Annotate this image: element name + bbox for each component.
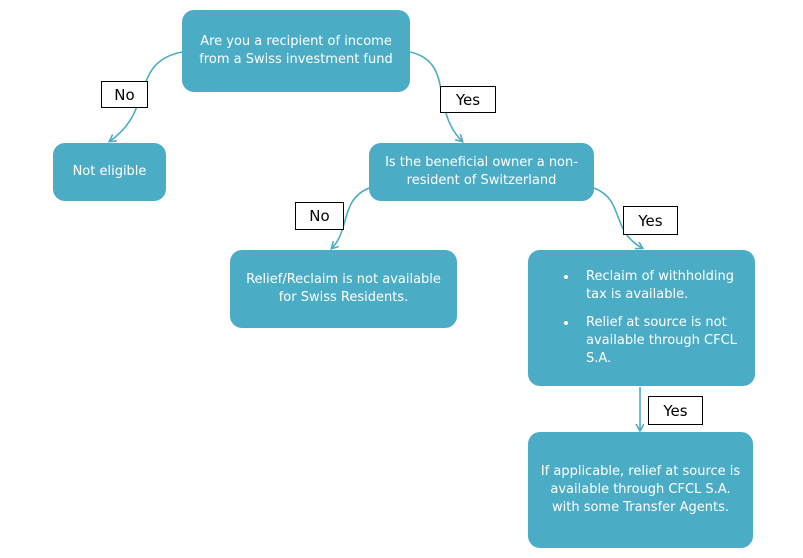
node-relief-not-residents-text: Relief/Reclaim is not available for Swis…	[246, 272, 441, 305]
edge-label-no: No	[101, 81, 148, 108]
edge-label-yes: Yes	[440, 86, 496, 113]
node-non-resident-question-text: Is the beneficial owner a non-resident o…	[385, 155, 578, 188]
node-relief-not-residents: Relief/Reclaim is not available for Swis…	[230, 250, 457, 328]
reclaim-bullet-list: Reclaim of withholding tax is available.…	[548, 268, 741, 368]
connector-q2-to-relief-not-residents	[332, 187, 370, 248]
edge-label-yes: Yes	[648, 396, 703, 425]
node-not-eligible-text: Not eligible	[72, 164, 147, 179]
reclaim-bullet-item: Reclaim of withholding tax is available.	[578, 268, 741, 304]
node-not-eligible: Not eligible	[53, 143, 166, 201]
node-swiss-fund-question: Are you a recipient of income from a Swi…	[182, 10, 410, 92]
node-relief-at-source-text: If applicable, relief at source is avail…	[540, 464, 741, 515]
node-relief-at-source: If applicable, relief at source is avail…	[528, 432, 753, 548]
connector-q2-to-reclaim	[593, 187, 642, 248]
reclaim-bullet-item: Relief at source is not available throug…	[578, 314, 741, 368]
node-non-resident-question: Is the beneficial owner a non-resident o…	[369, 143, 594, 201]
edge-label-no: No	[295, 202, 344, 230]
node-swiss-fund-question-text: Are you a recipient of income from a Swi…	[199, 34, 393, 67]
edge-label-yes: Yes	[623, 206, 678, 235]
node-reclaim-available: Reclaim of withholding tax is available.…	[528, 250, 755, 386]
